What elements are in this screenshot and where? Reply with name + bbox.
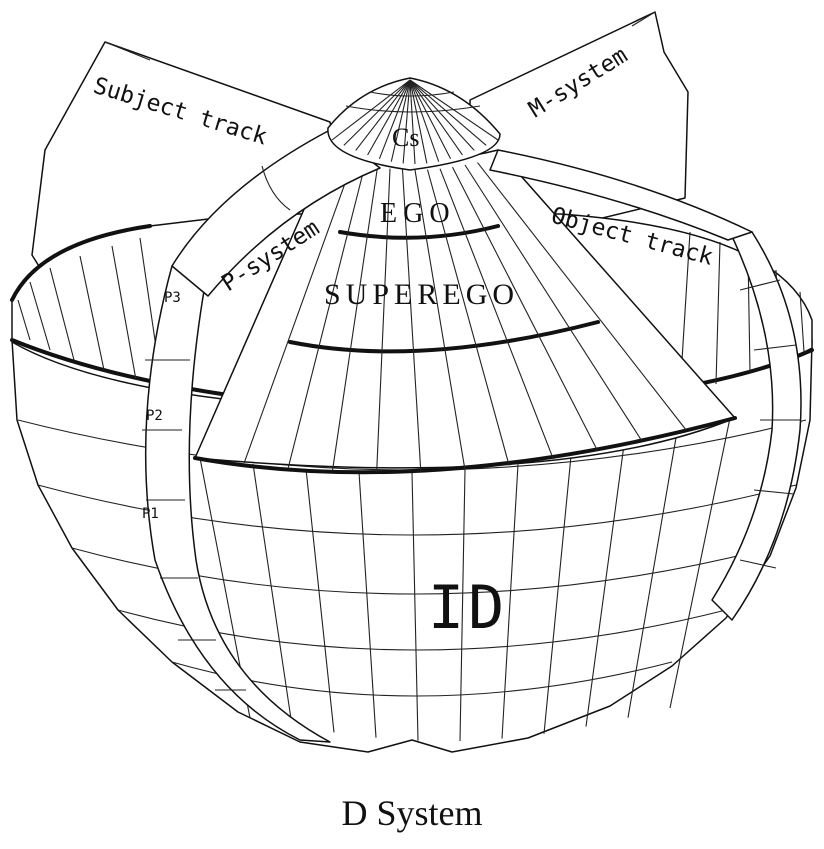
cone-meridian-line (287, 164, 366, 468)
cone-meridian-line (243, 162, 354, 464)
bowl-meridian-line (305, 468, 335, 733)
cone-meridian-line (464, 164, 643, 441)
dome-meridian-line (367, 79, 411, 156)
dome-meridian-line (402, 79, 411, 164)
cone-meridian-line (376, 168, 391, 473)
right-band (711, 227, 802, 621)
label-p2: P2 (146, 408, 163, 424)
bowl-meridian-line (358, 471, 377, 738)
label-superego: SUPEREGO (324, 278, 519, 311)
label-ego: EGO (380, 198, 456, 229)
object-track-ribbon (489, 149, 753, 241)
disk-spoke-line (49, 267, 75, 361)
disk-spoke-line (29, 281, 51, 351)
disk-spoke-line (17, 299, 31, 341)
bowl-meridian-line (501, 464, 519, 739)
dome-meridian-line (409, 79, 475, 151)
dome-meridian-line (409, 79, 416, 165)
cone-meridian-line (401, 169, 422, 473)
p-band (142, 265, 331, 743)
disk-spoke-line (111, 245, 137, 381)
disk-spoke-line (715, 241, 721, 385)
figure-caption: D System (341, 793, 483, 833)
dome-meridian-line (355, 79, 411, 151)
dome-meridian-line (409, 79, 440, 162)
cone-meridian-line (331, 166, 379, 471)
label-p1: P1 (142, 506, 159, 522)
bowl-meridian-line (459, 469, 466, 742)
label-id: ID (428, 573, 508, 643)
central-cone (193, 149, 737, 475)
bowl-meridian-line (669, 417, 731, 709)
bowl-meridian-line (627, 431, 678, 718)
dome-meridian-line (409, 79, 463, 156)
dome-meridian-line (409, 79, 452, 160)
bowl-meridian-line (252, 463, 293, 726)
cone-meridian-line (426, 169, 510, 466)
label-p3: P3 (164, 290, 181, 306)
bowl-meridian-line (585, 444, 625, 727)
cone-meridian-line (439, 168, 554, 460)
dome-meridian-line (409, 79, 487, 146)
cs-dome (327, 77, 501, 171)
label-cs: Cs (392, 123, 419, 152)
dome-meridian-line (343, 79, 411, 146)
ribbons (171, 129, 753, 297)
p-band-outer (144, 265, 331, 743)
cone-meridian-line (414, 169, 466, 471)
p-system-ribbon (171, 129, 381, 297)
right-band-outer (711, 227, 802, 621)
dome-meridian-line (409, 79, 428, 164)
bowl-meridian-line (543, 455, 572, 734)
cone-meridian-line (477, 162, 687, 430)
dome-meridian-line (378, 79, 411, 159)
disk-spoke-line (799, 291, 805, 353)
cone-meridian-line (452, 166, 598, 451)
dome-meridian-line (390, 79, 411, 162)
disk-spoke-line (79, 255, 105, 371)
bowl-meridian-line (411, 472, 419, 741)
